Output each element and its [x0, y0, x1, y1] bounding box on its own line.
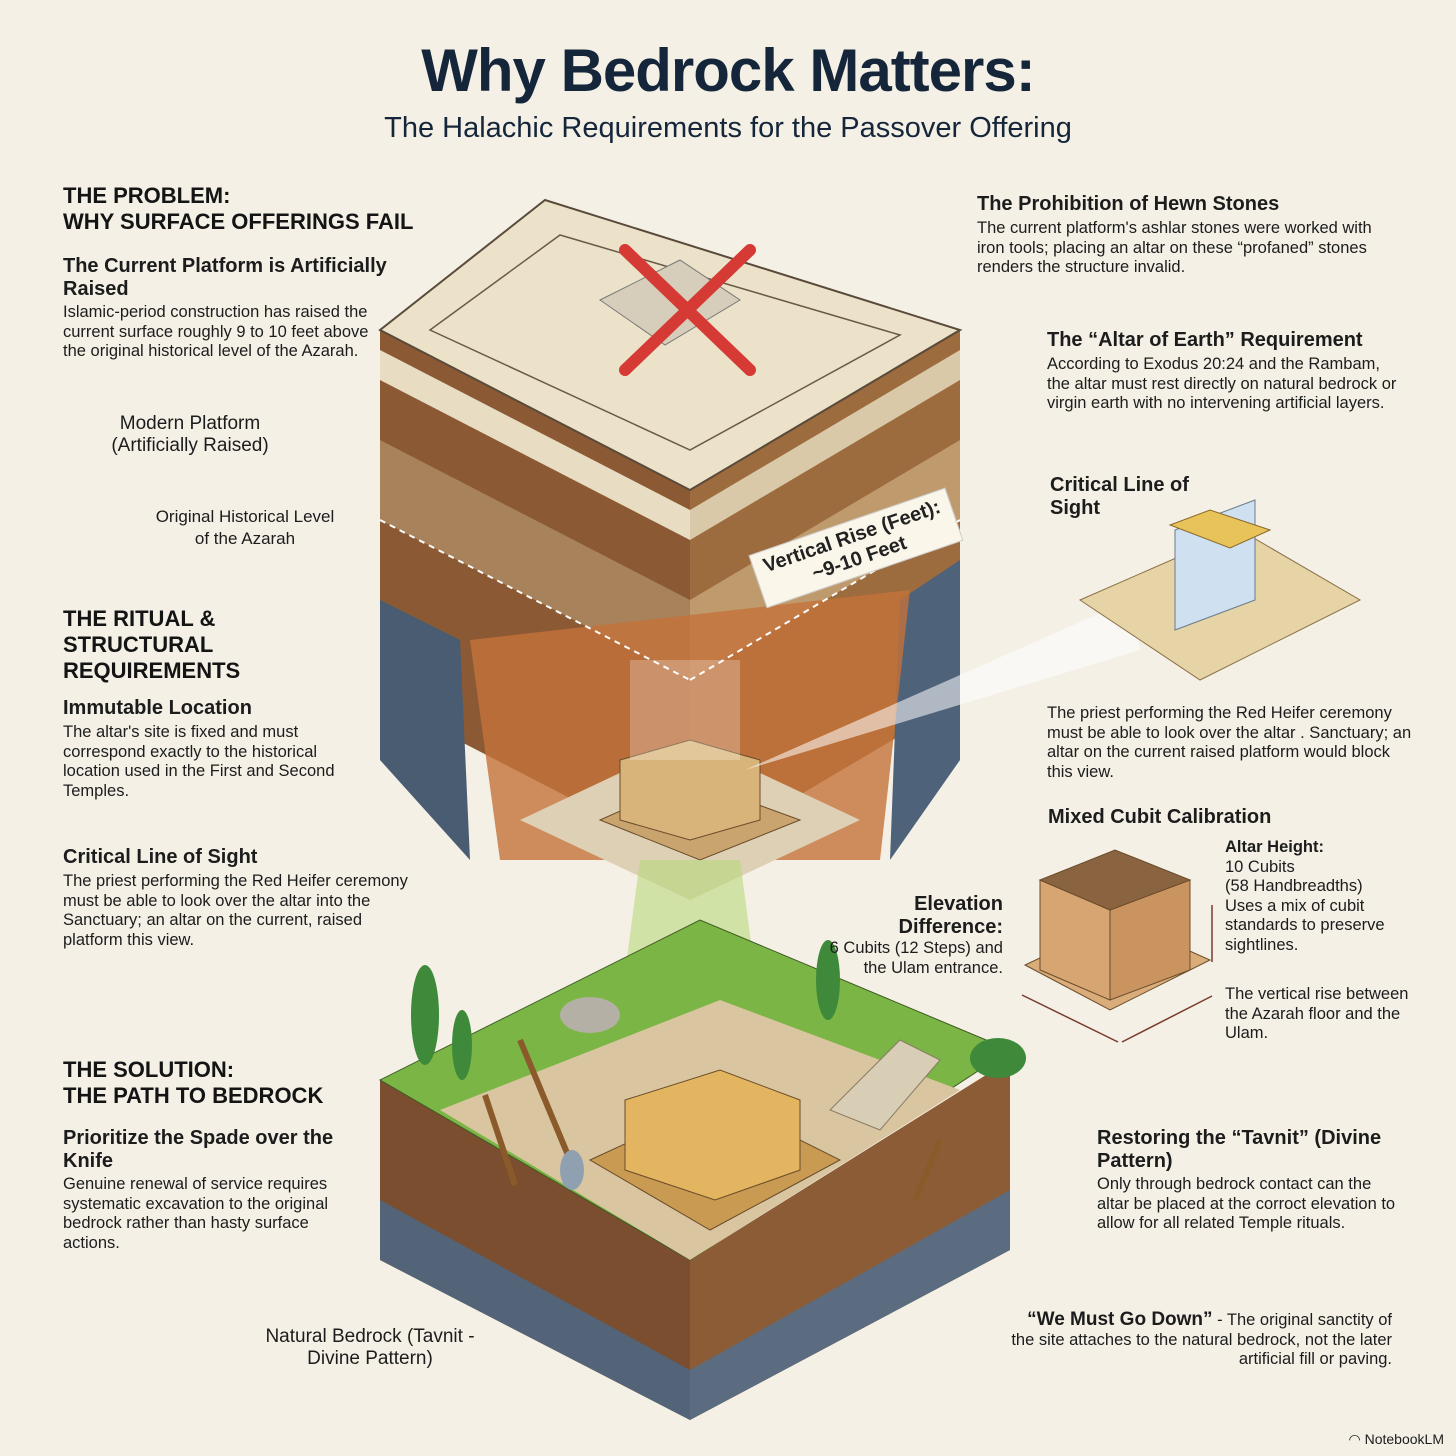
spade-icon	[517, 1038, 584, 1190]
brand-text: NotebookLM	[1364, 1431, 1444, 1447]
sight-text: The priest performing the Red Heifer cer…	[1047, 704, 1412, 781]
solution-heading-line2: THE PATH TO BEDROCK	[63, 1083, 324, 1108]
tree-icon	[411, 940, 1026, 1080]
go-down-block: “We Must Go Down” - The original sanctit…	[1000, 1310, 1392, 1370]
elevation-block: Elevation Difference: 6 Cubits (12 Steps…	[820, 893, 1003, 978]
altar-height-label: Altar Height:	[1225, 838, 1324, 856]
boulder	[560, 997, 620, 1033]
excavated-altar	[588, 1069, 842, 1231]
ritual-heading: THE RITUAL & STRUCTURAL REQUIREMENTS	[63, 606, 241, 683]
page-subtitle: The Halachic Requirements for the Passov…	[384, 112, 1072, 144]
invalid-cross-icon	[619, 244, 756, 376]
brand-label: ◠ NotebookLM	[1349, 1431, 1445, 1448]
line-of-sight-title: Critical Line of Sight	[63, 846, 258, 868]
notebooklm-icon: ◠	[1348, 1431, 1365, 1447]
cubit-altar-illustration	[1021, 849, 1213, 1043]
label-original-level: Original Historical Level of the Azarah	[155, 507, 335, 548]
hewn-stones-title: The Prohibition of Hewn Stones	[977, 193, 1280, 215]
label-modern-platform: Modern Platform (Artificially Raised)	[111, 413, 269, 456]
spade-knife-title: Prioritize the Spade over the Knife	[63, 1127, 334, 1172]
buried-altar	[598, 739, 802, 861]
tavnit-title: Restoring the “Tavnit” (Divine Pattern)	[1097, 1127, 1382, 1172]
tavnit-text: Only through bedrock contact can the alt…	[1097, 1175, 1396, 1232]
immutable-location-text: The altar's site is fixed and must corre…	[63, 723, 335, 800]
solution-heading: THE SOLUTION: THE PATH TO BEDROCK	[63, 1057, 323, 1109]
altar-of-earth-text: According to Exodus 20:24 and the Rambam…	[1047, 355, 1397, 412]
problem-heading-line1: THE PROBLEM:	[63, 183, 231, 208]
critical-line-of-sight-label: Critical Line of Sight	[1050, 474, 1189, 519]
altar-height-block: Altar Height: 10 Cubits (58 Handbreadths…	[1225, 838, 1425, 955]
sight-beam	[630, 660, 740, 760]
cubit-note: Uses a mix of cubit standards to preserv…	[1225, 896, 1385, 954]
immutable-location-title: Immutable Location	[63, 697, 252, 719]
go-down-quote: “We Must Go Down”	[1027, 1309, 1213, 1330]
platform-raised-text: Islamic-period construction has raised t…	[63, 303, 369, 360]
altar-of-earth-title: The “Altar of Earth” Requirement	[1047, 329, 1363, 351]
temple-illustration	[1078, 499, 1362, 681]
go-down-text: - The original sanctity of the site atta…	[1011, 1311, 1392, 1368]
cubit-title: Mixed Cubit Calibration	[1048, 806, 1272, 828]
problem-heading: THE PROBLEM: WHY SURFACE OFFERINGS FAIL	[63, 183, 413, 235]
elevation-text: 6 Cubits (12 Steps) and the Ulam entranc…	[829, 939, 1003, 977]
brush-icon	[482, 1094, 943, 1202]
lower-excavation	[378, 919, 1026, 1420]
upper-cross-section	[378, 198, 1140, 900]
line-of-sight-text: The priest performing the Red Heifer cer…	[63, 872, 408, 949]
platform-raised-title: The Current Platform is Artificially Rai…	[63, 255, 387, 300]
stairs	[829, 1039, 941, 1131]
page-title: Why Bedrock Matters:	[421, 37, 1035, 104]
altar-height-value: 10 Cubits	[1225, 857, 1295, 876]
rise-note: The vertical rise between the Azarah flo…	[1225, 985, 1409, 1042]
problem-heading-line2: WHY SURFACE OFFERINGS FAIL	[63, 209, 414, 234]
modern-platform-top	[378, 198, 963, 492]
solution-heading-line1: THE SOLUTION:	[63, 1057, 235, 1082]
spade-knife-text: Genuine renewal of service requires syst…	[63, 1175, 329, 1252]
hewn-stones-text: The current platform's ashlar stones wer…	[977, 219, 1372, 276]
elevation-title: Elevation Difference:	[898, 893, 1003, 938]
label-natural-bedrock: Natural Bedrock (Tavnit - Divine Pattern…	[265, 1326, 475, 1369]
rock-left	[380, 600, 470, 860]
altar-height-alt: (58 Handbreadths)	[1225, 877, 1363, 895]
